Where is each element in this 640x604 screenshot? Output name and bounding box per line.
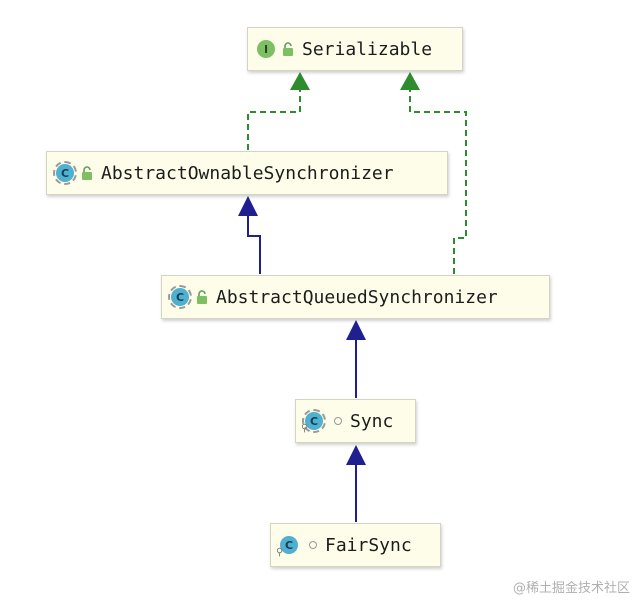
- implements-arrowhead: [400, 72, 420, 90]
- package-visibility-icon: [330, 417, 342, 425]
- node-label: AbstractOwnableSynchronizer: [101, 162, 394, 184]
- node-label: FairSync: [325, 534, 412, 556]
- edge-sync-extends-aqs: [346, 320, 366, 398]
- node-abstract-ownable-synchronizer[interactable]: C AbstractOwnableSynchronizer: [46, 151, 448, 195]
- edge-aqs-extends-aos: [238, 196, 261, 274]
- unlock-icon: [81, 166, 93, 180]
- extends-arrowhead: [346, 445, 366, 465]
- node-label: Sync: [350, 410, 394, 432]
- node-label: AbstractQueuedSynchronizer: [216, 286, 498, 308]
- edge-fairsync-extends-sync: [346, 445, 366, 522]
- implements-arrowhead: [290, 72, 310, 90]
- node-label: Serializable: [302, 38, 433, 60]
- watermark: @稀土掘金技术社区: [512, 581, 630, 596]
- abstract-class-icon: C: [168, 285, 192, 309]
- edge-aos-implements-serializable: [247, 72, 310, 150]
- extends-arrowhead: [238, 196, 258, 216]
- extends-arrowhead: [346, 320, 366, 340]
- unlock-icon: [282, 42, 294, 56]
- abstract-inner-class-icon: C ⚲: [301, 409, 326, 434]
- node-sync[interactable]: C ⚲ Sync: [295, 399, 416, 443]
- inner-class-pin-icon: ⚲: [301, 423, 309, 434]
- node-abstract-queued-synchronizer[interactable]: C AbstractQueuedSynchronizer: [161, 275, 550, 319]
- unlock-icon: [196, 290, 208, 304]
- package-visibility-icon: [305, 541, 317, 549]
- node-fairsync[interactable]: C ⚲ FairSync: [270, 523, 441, 567]
- inner-class-pin-icon: ⚲: [276, 547, 284, 558]
- edge-aqs-implements-serializable: [400, 72, 467, 274]
- interface-icon: I: [256, 39, 276, 59]
- inner-class-icon: C ⚲: [276, 535, 299, 558]
- node-serializable[interactable]: I Serializable: [247, 27, 463, 71]
- abstract-class-icon: C: [53, 161, 77, 185]
